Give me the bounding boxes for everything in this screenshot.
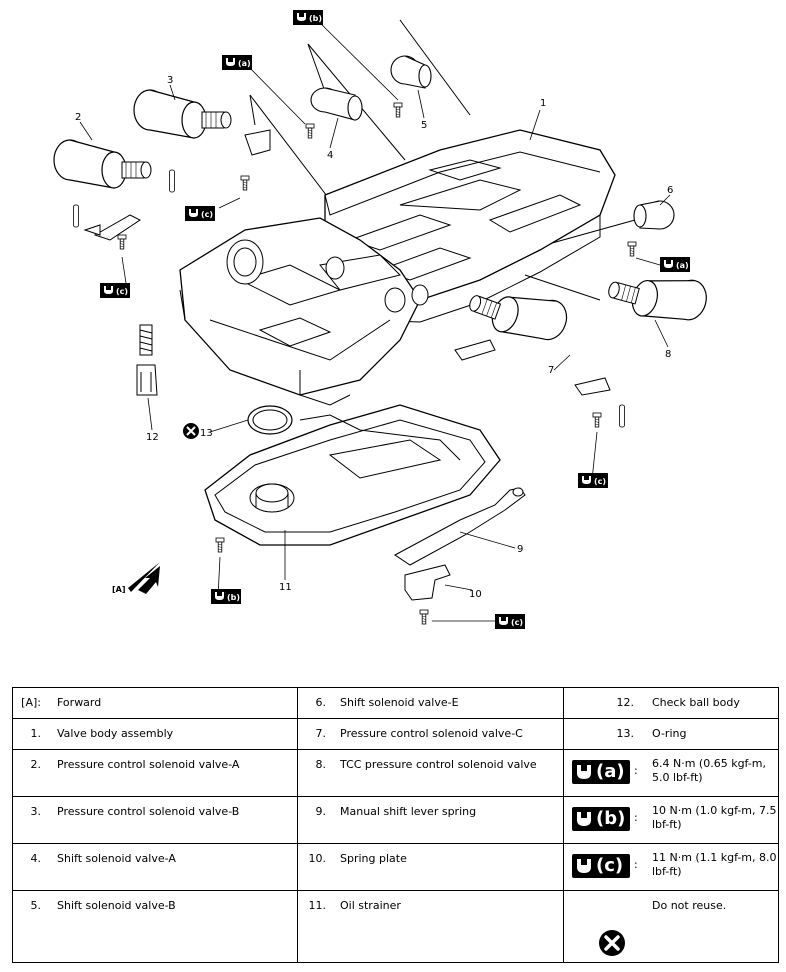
callout-6: 6 [667,185,673,196]
legend-cell: 13. O-ring [563,718,779,750]
no-reuse-label: Do not reuse. [652,899,727,912]
torque-badge-c-bottom: (c) [495,614,525,629]
svg-text:(c): (c) [116,287,128,296]
torque-badge-b-top: (b) [293,10,323,25]
svg-text:(a): (a) [676,261,689,270]
legend-cell: 3. Pressure control solenoid valve-B [12,796,298,844]
legend-cell: 12. Check ball body [563,687,779,719]
no-reuse-icon [183,423,199,439]
legend-label: Valve body assembly [57,727,174,740]
legend-cell: 4. Shift solenoid valve-A [12,843,298,891]
legend-label: Spring plate [340,852,407,865]
torque-badge-letter: (c) [596,855,624,876]
no-reuse-cell: Do not reuse. [563,890,779,963]
torque-value: 10 N·m (1.0 kgf-m, 7.5 lbf-ft) [652,804,777,831]
legend-cell: 6. Shift solenoid valve-E [297,687,564,719]
legend-num: 9. [315,805,327,818]
forward-arrow: [A] [112,562,160,594]
torque-colon: : [634,811,638,824]
torque-badge-b: (b) [572,807,630,831]
legend-num: 13. [616,727,635,740]
legend-cell: 8. TCC pressure control solenoid valve [297,749,564,797]
legend-cell: 2. Pressure control solenoid valve-A [12,749,298,797]
legend-label: Pressure control solenoid valve-C [340,727,523,740]
callout-12: 12 [146,432,159,443]
legend-num: 6. [315,696,327,709]
callout-8: 8 [665,349,671,360]
legend-cell: 11. Oil strainer [297,890,564,963]
legend-num: 1. [30,727,42,740]
svg-text:(c): (c) [201,210,213,219]
legend-label: TCC pressure control solenoid valve [340,758,537,771]
legend-cell: 7. Pressure control solenoid valve-C [297,718,564,750]
wrench-icon [577,812,591,826]
torque-value: 11 N·m (1.1 kgf-m, 8.0 lbf-ft) [652,851,777,878]
legend-label: Check ball body [652,696,740,709]
svg-text:(b): (b) [227,593,240,602]
svg-text:(c): (c) [594,477,606,486]
torque-cell-c: (c) : 11 N·m (1.1 kgf-m, 8.0 lbf-ft) [563,843,779,891]
callout-7: 7 [548,365,554,376]
callout-11: 11 [279,582,292,593]
svg-text:(c): (c) [511,618,523,627]
legend-table: [A]: Forward 6. Shift solenoid valve-E 1… [12,687,779,963]
forward-label: [A] [112,585,126,594]
legend-num: [A]: [21,696,41,709]
legend-label: Pressure control solenoid valve-B [57,805,240,818]
legend-label: Forward [57,696,102,709]
svg-text:(b): (b) [309,14,322,23]
svg-text:(a): (a) [238,59,251,68]
legend-num: 5. [30,899,42,912]
torque-cell-a: (a) : 6.4 N·m (0.65 kgf-m, 5.0 lbf-ft) [563,749,779,797]
legend-cell: [A]: Forward [12,687,298,719]
torque-badge-letter: (a) [596,761,625,782]
torque-badge-c-left: (c) [185,206,215,221]
legend-label: O-ring [652,727,687,740]
torque-badge-c-far-left: (c) [100,283,130,298]
callout-13: 13 [200,428,213,439]
legend-cell: 1. Valve body assembly [12,718,298,750]
legend-label: Shift solenoid valve-B [57,899,176,912]
callout-9: 9 [517,544,523,555]
torque-badge-letter: (b) [596,808,626,829]
torque-badge-c: (c) [572,854,630,878]
legend-cell: 5. Shift solenoid valve-B [12,890,298,963]
legend-num: 2. [30,758,42,771]
callout-10: 10 [469,589,482,600]
legend-cell: 9. Manual shift lever spring [297,796,564,844]
torque-colon: : [634,764,638,777]
torque-badge-a-top: (a) [222,55,252,70]
legend-label: Oil strainer [340,899,401,912]
legend-label: Manual shift lever spring [340,805,477,818]
legend-num: 11. [308,899,327,912]
callout-1: 1 [540,98,546,109]
legend-label: Pressure control solenoid valve-A [57,758,240,771]
torque-badge-a-right: (a) [660,257,690,272]
legend-num: 4. [30,852,42,865]
torque-cell-b: (b) : 10 N·m (1.0 kgf-m, 7.5 lbf-ft) [563,796,779,844]
legend-cell: 10. Spring plate [297,843,564,891]
torque-badge-c-right: (c) [578,473,608,488]
callout-5: 5 [421,120,427,131]
callout-2: 2 [75,112,81,123]
exploded-view-diagram: 1 2 3 4 5 6 7 8 9 10 11 12 13 (b) (a) (c… [53,10,712,629]
no-reuse-icon [599,930,625,956]
legend-num: 7. [315,727,327,740]
legend-label: Shift solenoid valve-E [340,696,459,709]
torque-badge-b-bottom: (b) [211,589,241,604]
legend-num: 3. [30,805,42,818]
wrench-icon [577,859,591,873]
callout-4: 4 [327,150,333,161]
legend-num: 10. [308,852,327,865]
torque-colon: : [634,858,638,871]
torque-badge-a: (a) [572,760,630,784]
torque-value: 6.4 N·m (0.65 kgf-m, 5.0 lbf-ft) [652,757,767,784]
callout-3: 3 [167,75,173,86]
legend-num: 12. [616,696,635,709]
legend-num: 8. [315,758,327,771]
wrench-icon [577,765,591,779]
legend-label: Shift solenoid valve-A [57,852,176,865]
